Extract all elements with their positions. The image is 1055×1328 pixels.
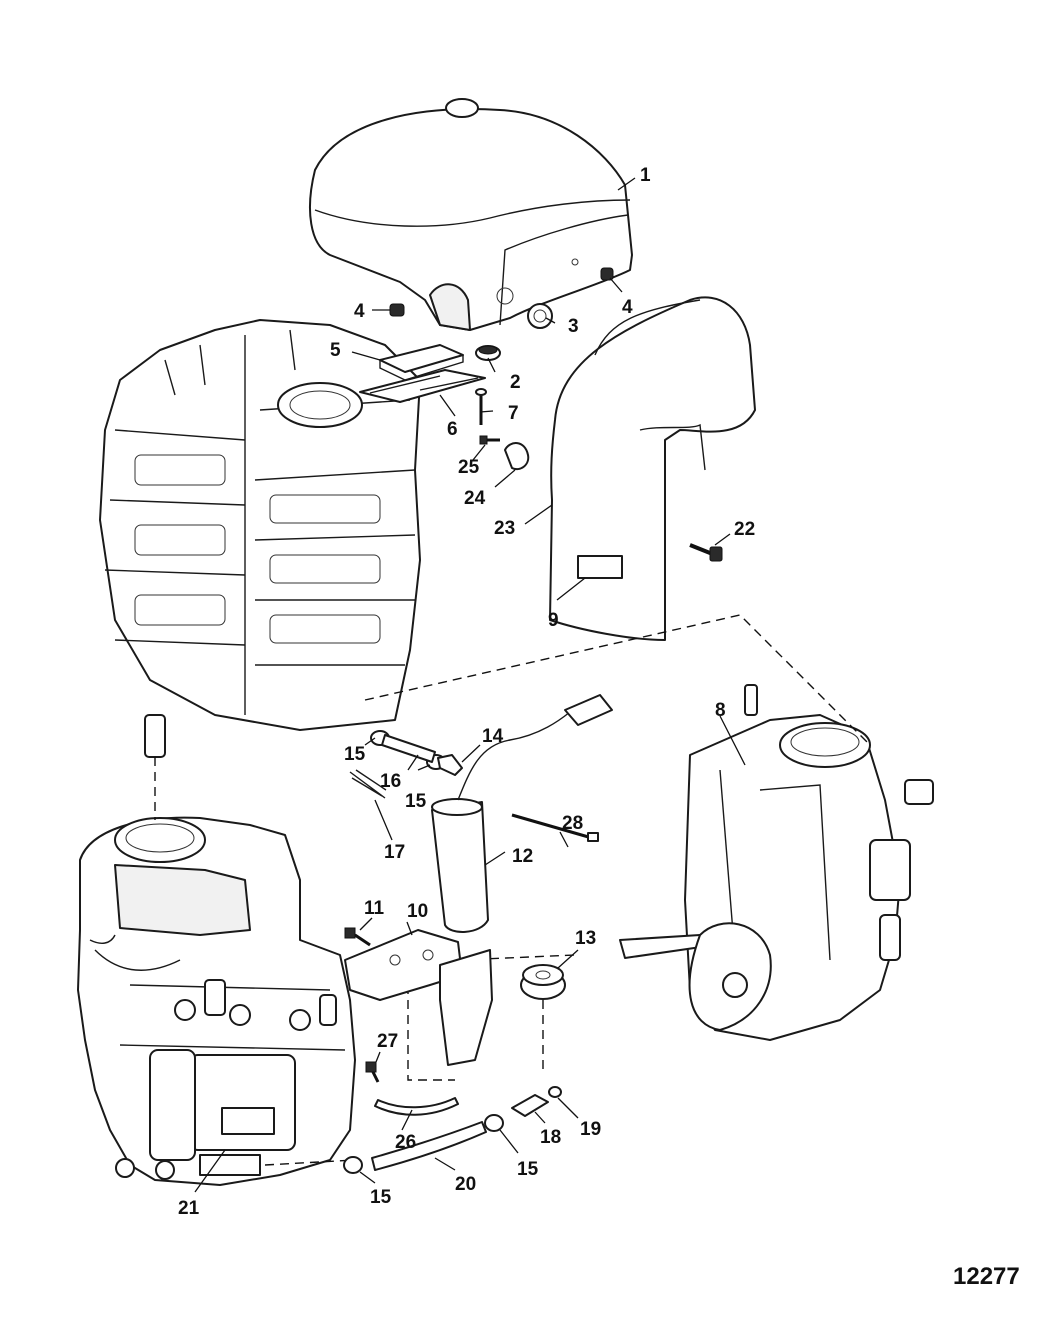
- callout-2: 2: [510, 372, 521, 393]
- callout-25: 25: [458, 457, 480, 478]
- part-3-grommet: [527, 303, 553, 329]
- part-20-hose: [371, 1121, 487, 1171]
- part-10-bracket: [344, 929, 493, 1066]
- part-12-fuel-pump: [431, 694, 613, 933]
- callout-11: 11: [364, 898, 385, 919]
- callout-24: 24: [464, 488, 486, 509]
- part-1-top-cover: [309, 98, 633, 331]
- callout-27: 27: [377, 1031, 398, 1052]
- callout-4-left: 4: [354, 301, 365, 322]
- callout-28: 28: [562, 813, 583, 834]
- part-21-vapor-separator: [77, 816, 356, 1186]
- part-17-filter: [349, 769, 387, 799]
- part-23-air-duct: [549, 296, 756, 641]
- part-16-hose: [381, 734, 436, 763]
- part-22-screw: [689, 543, 723, 562]
- callout-22: 22: [734, 519, 755, 540]
- part-7-bolt: [475, 388, 487, 425]
- part-2-grommet: [475, 345, 501, 361]
- callout-12: 12: [512, 846, 533, 867]
- part-14-elbow: [437, 754, 463, 776]
- part-4-fastener-b: [600, 267, 614, 281]
- callout-15-top-left: 15: [344, 744, 366, 765]
- callout-14: 14: [482, 726, 504, 747]
- callout-5: 5: [330, 340, 341, 361]
- figure-number: 12277: [953, 1263, 1020, 1290]
- part-15-clamp-d: [343, 1156, 363, 1174]
- callout-15-top-right: 15: [405, 791, 427, 812]
- callout-13: 13: [575, 928, 596, 949]
- engine-block: [99, 319, 421, 731]
- part-13-grommet: [520, 964, 566, 1000]
- callout-7: 7: [508, 403, 519, 424]
- part-19-check-valve: [548, 1086, 562, 1098]
- part-18-fitting: [511, 1094, 549, 1117]
- callout-23: 23: [494, 518, 515, 539]
- callout-3: 3: [568, 316, 579, 337]
- callout-16: 16: [380, 771, 401, 792]
- part-28-cable-tie: [511, 813, 599, 842]
- callouts: 1 2 3 4 4 5 6 7 8 9 10 11 12 13 14 15 15…: [178, 165, 755, 1219]
- callout-10: 10: [407, 901, 428, 922]
- callout-19: 19: [580, 1119, 601, 1140]
- part-9-decal: [577, 555, 623, 579]
- part-24-clamp: [504, 442, 530, 471]
- callout-26: 26: [395, 1132, 416, 1153]
- part-26-strap: [374, 1097, 459, 1116]
- callout-6: 6: [447, 419, 458, 440]
- leader-lines: [194, 177, 746, 1193]
- callout-8: 8: [715, 700, 726, 721]
- callout-15-bottom-left: 15: [370, 1187, 392, 1208]
- callout-20: 20: [455, 1174, 476, 1195]
- part-11-screw: [344, 927, 371, 947]
- part-15-clamp-c: [484, 1114, 504, 1132]
- callout-21: 21: [178, 1198, 200, 1219]
- callout-4-right: 4: [622, 297, 633, 318]
- callout-17: 17: [384, 842, 405, 863]
- callout-1: 1: [640, 165, 651, 186]
- callout-15-bottom-right: 15: [517, 1159, 539, 1180]
- callout-9: 9: [548, 610, 559, 631]
- callout-18: 18: [540, 1127, 561, 1148]
- part-25-screw: [479, 435, 500, 445]
- sensor-connector: [144, 714, 166, 820]
- part-4-fastener-a: [389, 303, 405, 317]
- part-8-fuel-module: [619, 684, 934, 1041]
- part-27-screw: [365, 1061, 380, 1083]
- part-6-bracket: [359, 369, 486, 403]
